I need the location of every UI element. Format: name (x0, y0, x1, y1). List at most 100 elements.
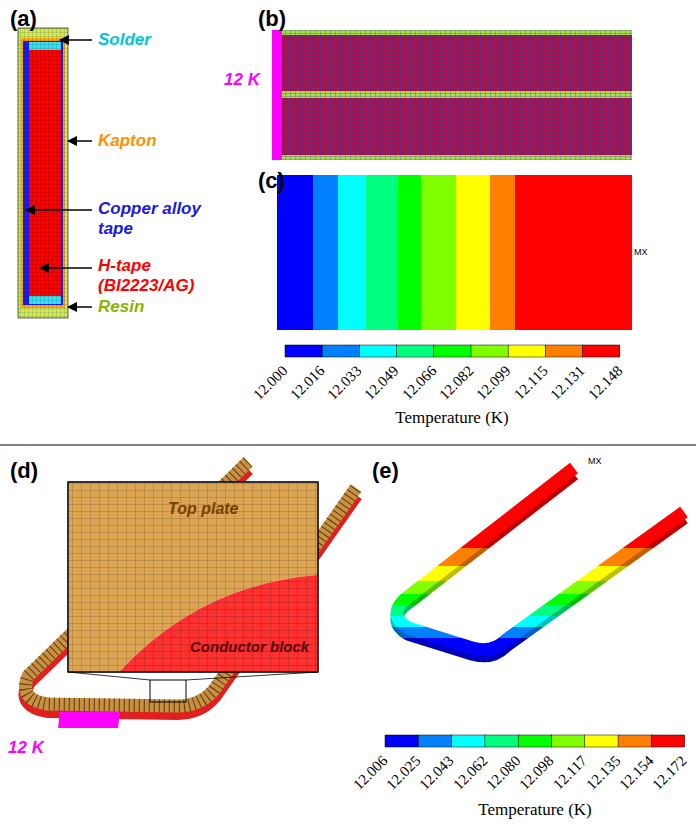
colorbar-cell (618, 735, 652, 747)
leader-arrow (68, 140, 92, 142)
leader-arrow (68, 306, 92, 308)
tick-label: 12.115 (511, 362, 552, 403)
top-plate-surface (26, 462, 357, 706)
axis-title: Temperature (K) (478, 800, 592, 820)
colorbar-cell (385, 735, 419, 747)
contour-band (366, 175, 399, 330)
part-label: Conductor block (190, 638, 309, 655)
leader-arrow (60, 39, 92, 41)
contour-view (277, 175, 632, 330)
conductor-side (26, 469, 357, 713)
colorbar-cell (471, 345, 509, 357)
leader-arrow (26, 209, 92, 211)
colorbar-cell (518, 735, 552, 747)
contour-band (398, 175, 422, 330)
contour-band (421, 175, 457, 330)
mesh-strip (282, 91, 632, 98)
colorbar-cell (359, 345, 397, 357)
tick-label: 12.117 (550, 752, 591, 793)
tick-label: 12.080 (483, 752, 524, 793)
tick-label: 12.148 (585, 362, 626, 403)
part-label: Top plate (168, 500, 239, 518)
boundary-block (58, 712, 120, 728)
colorbar-cell (585, 735, 619, 747)
u-temperature-model (397, 468, 684, 656)
cross-section (18, 28, 68, 318)
part-label: Copper alloy tape (98, 199, 228, 239)
boundary-label: 12 K (224, 70, 260, 90)
tick-label: 12.154 (616, 752, 657, 793)
colorbar-cell (285, 345, 323, 357)
max-marker: MX (634, 247, 648, 257)
boundary-bar (272, 30, 282, 160)
tick-label: 12.043 (416, 752, 457, 793)
max-marker: MX (588, 456, 602, 466)
colorbar (385, 735, 685, 747)
panel-letter: (e) (372, 458, 399, 484)
part-label: Resin (98, 297, 144, 317)
conductor-block-zoom (120, 575, 317, 671)
colorbar (285, 345, 620, 357)
divider-line (0, 445, 696, 446)
zoom-box (150, 680, 186, 702)
tick-label: 12.049 (361, 362, 402, 403)
contour-band (277, 175, 314, 330)
tick-label: 12.062 (450, 752, 491, 793)
colorbar-cell (545, 345, 583, 357)
part-label: Solder (98, 30, 151, 50)
inset-frame (68, 482, 318, 672)
tick-label: 12.066 (399, 362, 440, 403)
zoom-inset (68, 482, 318, 702)
tick-label: 12.099 (473, 362, 514, 403)
zoom-line (186, 672, 318, 680)
contour-band (490, 175, 516, 330)
panel-letter: (b) (258, 6, 286, 32)
u-conductor-model (26, 462, 357, 728)
leader-arrows (26, 40, 92, 307)
colorbar-cell (485, 735, 519, 747)
tick-label: 12.016 (287, 362, 328, 403)
tick-label: 12.131 (547, 362, 588, 403)
tick-label: 12.135 (583, 752, 624, 793)
mesh-body (282, 30, 632, 160)
tick-label: 12.098 (516, 752, 557, 793)
colorbar-cell (418, 735, 452, 747)
tick-label: 12.082 (436, 362, 477, 403)
part-label: Kapton (98, 131, 157, 151)
tick-label: 12.025 (383, 752, 424, 793)
contour-band (313, 175, 339, 330)
colorbar-cell (452, 735, 486, 747)
inset-frame (68, 482, 318, 672)
tick-label: 12.006 (350, 752, 391, 793)
panel-letter: (d) (10, 458, 38, 484)
zoom-line (68, 672, 150, 680)
part-label: H-tape (BI2223/AG) (98, 256, 216, 296)
contour-band (456, 175, 491, 330)
contour-band (338, 175, 367, 330)
mesh-strip (282, 155, 632, 160)
tick-label: 12.000 (250, 362, 291, 403)
axis-title: Temperature (K) (395, 408, 509, 428)
mesh-overlay (18, 28, 68, 318)
leader-arrow (40, 267, 92, 269)
tick-label: 12.172 (650, 752, 691, 793)
panel-letter: (a) (10, 6, 37, 32)
resin-region (18, 28, 68, 318)
colorbar-cell (552, 735, 586, 747)
tick-label: 12.033 (324, 362, 365, 403)
boundary-label: 12 K (8, 738, 44, 758)
mesh-strip (282, 30, 632, 35)
contour-band (515, 175, 632, 330)
colorbar-cell (397, 345, 435, 357)
conductor-top (397, 468, 684, 650)
colorbar-cell (651, 735, 684, 747)
mesh-view (272, 30, 632, 160)
colorbar-cell (434, 345, 472, 357)
mesh-lines (26, 462, 357, 706)
colorbar-cell (322, 345, 360, 357)
top-plate-zoom (69, 483, 317, 671)
panel-letter: (c) (258, 168, 285, 194)
colorbar-cell (583, 345, 620, 357)
